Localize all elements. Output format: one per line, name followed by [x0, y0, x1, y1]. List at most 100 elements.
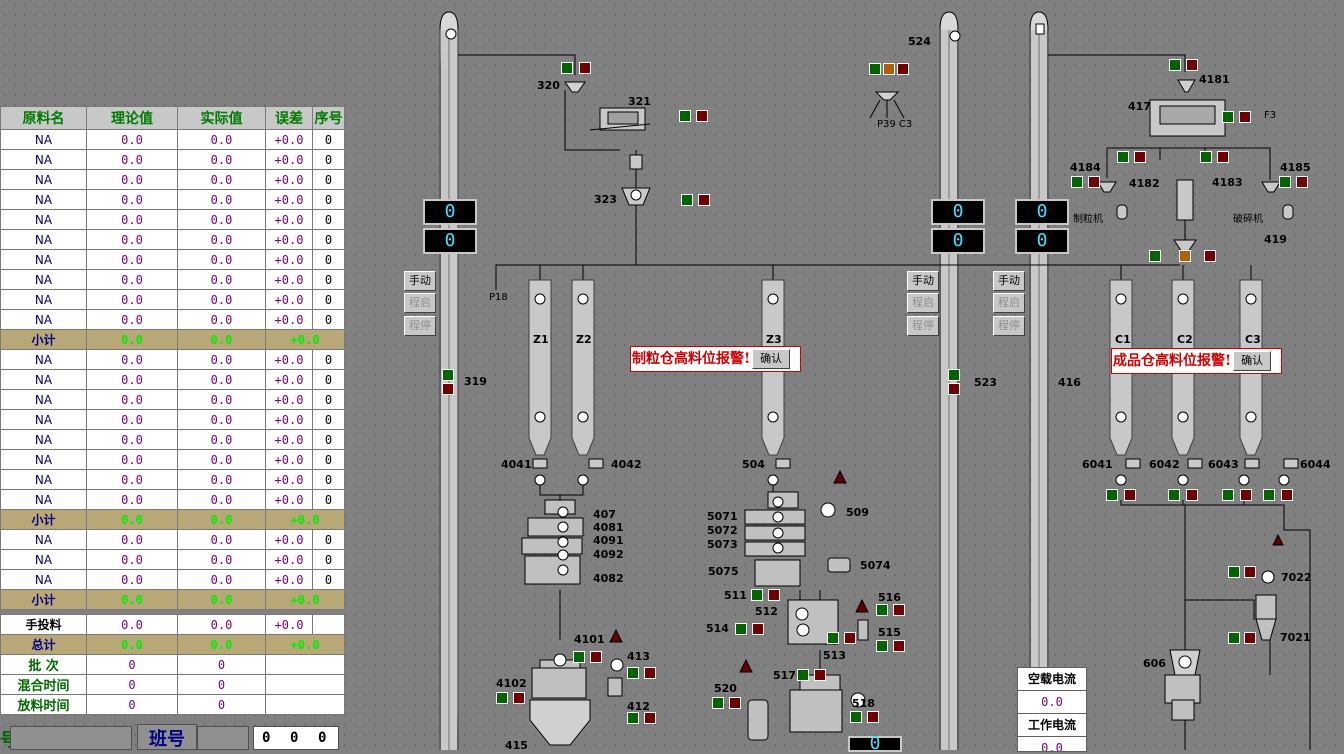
status-led[interactable] [696, 110, 708, 122]
status-led[interactable] [827, 632, 839, 644]
label-c2: C2 [1177, 333, 1193, 346]
status-led[interactable] [1222, 111, 1234, 123]
status-led[interactable] [1296, 176, 1308, 188]
status-led[interactable] [1239, 111, 1251, 123]
theory-value: 0.0 [86, 229, 178, 250]
elevator1-manual-button[interactable]: 手动 [404, 271, 436, 291]
status-led[interactable] [893, 604, 905, 616]
status-led[interactable] [729, 697, 741, 709]
status-led[interactable] [496, 692, 508, 704]
status-led[interactable] [681, 194, 693, 206]
status-led[interactable] [844, 632, 856, 644]
status-led[interactable] [1240, 489, 1252, 501]
mix-time-label: 混合时间 [0, 674, 87, 695]
status-led[interactable] [561, 62, 573, 74]
status-led[interactable] [1244, 566, 1256, 578]
status-led[interactable] [513, 692, 525, 704]
status-led[interactable] [1281, 489, 1293, 501]
status-led[interactable] [867, 711, 879, 723]
status-led[interactable] [590, 651, 602, 663]
id-field[interactable] [10, 726, 132, 750]
seq-number: 0 [312, 209, 345, 230]
status-led[interactable] [1204, 250, 1216, 262]
status-led[interactable] [1071, 176, 1083, 188]
status-led[interactable] [1168, 489, 1180, 501]
status-led[interactable] [1106, 489, 1118, 501]
cyclone-7021 [1255, 533, 1284, 641]
label-321: 321 [628, 95, 651, 108]
seq-number: 0 [312, 149, 345, 170]
status-led[interactable] [712, 697, 724, 709]
ingredient-name: NA [0, 289, 87, 310]
actual-value: 0.0 [177, 529, 266, 550]
col-header-error: 误差 [265, 106, 313, 130]
alarm-confirm-button[interactable]: 确认 [752, 349, 791, 369]
elevator2-manual-button[interactable]: 手动 [907, 271, 939, 291]
status-led[interactable] [1228, 566, 1240, 578]
status-led[interactable] [883, 63, 895, 75]
status-led[interactable] [644, 712, 656, 724]
elevator3-manual-button[interactable]: 手动 [993, 271, 1025, 291]
status-led[interactable] [751, 589, 763, 601]
status-led[interactable] [735, 623, 747, 635]
actual-value: 0.0 [177, 249, 266, 270]
status-led[interactable] [698, 194, 710, 206]
status-led[interactable] [1186, 59, 1198, 71]
status-led[interactable] [1124, 489, 1136, 501]
status-led[interactable] [573, 651, 585, 663]
status-led[interactable] [1186, 489, 1198, 501]
status-led[interactable] [897, 63, 909, 75]
status-led[interactable] [1179, 250, 1191, 262]
status-led[interactable] [1222, 489, 1234, 501]
status-led[interactable] [1263, 489, 1275, 501]
elevator2-stop-button[interactable]: 程停 [907, 316, 939, 336]
subtotal-error: +0.0 [265, 329, 345, 350]
col-header-theory: 理论值 [86, 106, 178, 130]
status-led[interactable] [679, 110, 691, 122]
status-led[interactable] [1117, 151, 1129, 163]
status-led[interactable] [627, 667, 639, 679]
status-led[interactable] [752, 623, 764, 635]
subtotal-row: 小计 0.0 0.0 +0.0 [0, 509, 345, 530]
status-led[interactable] [797, 669, 809, 681]
status-led[interactable] [948, 369, 960, 381]
status-led[interactable] [442, 369, 454, 381]
status-led[interactable] [869, 63, 881, 75]
elevator1-start-button[interactable]: 程启 [404, 293, 436, 313]
status-led[interactable] [1244, 632, 1256, 644]
status-led[interactable] [1134, 151, 1146, 163]
elevator1-stop-button[interactable]: 程停 [404, 316, 436, 336]
status-led[interactable] [1279, 176, 1291, 188]
status-led[interactable] [1200, 151, 1212, 163]
status-led[interactable] [644, 667, 656, 679]
ingredient-name: NA [0, 569, 87, 590]
status-led[interactable] [1169, 59, 1181, 71]
status-led[interactable] [814, 669, 826, 681]
status-led[interactable] [948, 383, 960, 395]
work-current-label: 工作电流 [1018, 714, 1086, 737]
status-led[interactable] [627, 712, 639, 724]
status-led[interactable] [1088, 176, 1100, 188]
label-509: 509 [846, 506, 869, 519]
status-led[interactable] [1228, 632, 1240, 644]
status-led[interactable] [1217, 151, 1229, 163]
status-led[interactable] [876, 640, 888, 652]
status-led[interactable] [768, 589, 780, 601]
elevator3-start-button[interactable]: 程启 [993, 293, 1025, 313]
batch-actual: 0 [177, 654, 266, 675]
shift-field[interactable] [197, 726, 249, 750]
elevator3-stop-button[interactable]: 程停 [993, 316, 1025, 336]
subtotal-label: 小计 [0, 329, 87, 350]
status-led[interactable] [1149, 250, 1161, 262]
elevator2-start-button[interactable]: 程启 [907, 293, 939, 313]
status-led[interactable] [579, 62, 591, 74]
crusher-4185 [1261, 181, 1294, 220]
status-led[interactable] [893, 640, 905, 652]
status-led[interactable] [442, 383, 454, 395]
status-led[interactable] [850, 711, 862, 723]
alarm-confirm-button[interactable]: 确认 [1233, 351, 1272, 371]
label-4181: 4181 [1199, 73, 1230, 86]
status-led[interactable] [876, 604, 888, 616]
actual-value: 0.0 [177, 429, 266, 450]
